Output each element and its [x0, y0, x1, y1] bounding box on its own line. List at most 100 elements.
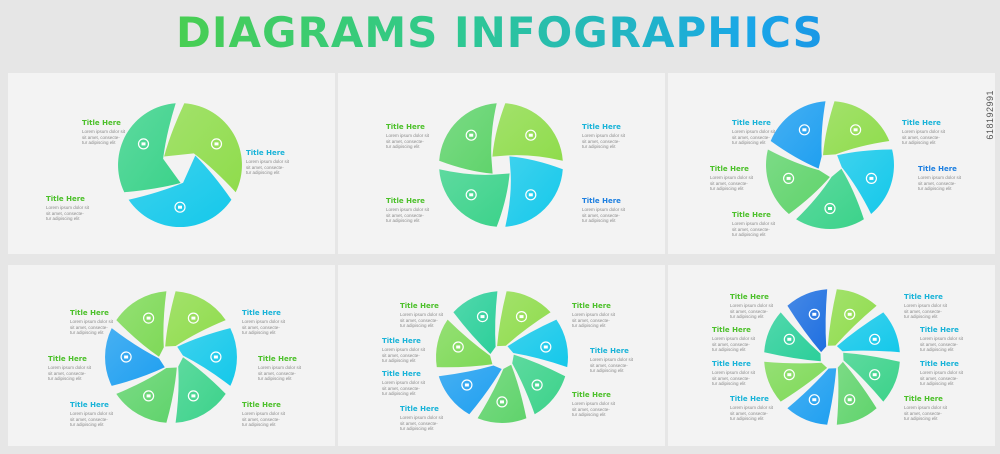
step-label-8: Title Here Lorem ipsum dolor sit sit ame…: [904, 395, 982, 422]
step-title: Title Here: [400, 405, 439, 413]
step-title: Title Here: [572, 391, 611, 399]
petal-segment-3: [118, 103, 181, 193]
step-label-top-left: Title Here Lorem ipsum dolor sit sit ame…: [386, 123, 464, 150]
briefcase-icon: [461, 379, 473, 391]
pie-chart-icon: [465, 189, 477, 201]
step-description: Lorem ipsum dolor sit sit amet, consecte…: [732, 221, 776, 237]
panel-7-steps: Title Here Lorem ipsum dolor sit sit ame…: [338, 265, 665, 446]
user-icon: [844, 308, 856, 320]
step-description: Lorem ipsum dolor sit sit amet, consecte…: [582, 133, 626, 149]
step-label-right: Title Here Lorem ipsum dolor sit sit ame…: [246, 149, 324, 176]
briefcase-icon: [865, 172, 877, 185]
globe-icon: [869, 369, 881, 381]
petal-segment-3: [843, 352, 900, 402]
step-title: Title Here: [70, 401, 109, 409]
step-label-2: Title Here Lorem ipsum dolor sit sit ame…: [48, 355, 126, 382]
step-title: Title Here: [582, 197, 621, 205]
step-label-6: Title Here Lorem ipsum dolor sit sit ame…: [590, 347, 668, 374]
petal-segment-4: [766, 149, 830, 214]
flower-diagram: [766, 101, 894, 230]
pie-chart-icon: [210, 351, 222, 363]
step-label-bottom-left: Title Here Lorem ipsum dolor sit sit ame…: [386, 197, 464, 224]
chart-bar-icon: [187, 312, 199, 324]
petal-segment-4: [116, 367, 177, 423]
step-title: Title Here: [904, 395, 943, 403]
step-title: Title Here: [242, 309, 281, 317]
step-description: Lorem ipsum dolor sit sit amet, consecte…: [70, 411, 114, 427]
gear-icon: [515, 310, 528, 323]
step-title: Title Here: [48, 355, 87, 363]
search-icon: [783, 369, 795, 381]
petal-segment-2: [128, 155, 232, 228]
step-title: Title Here: [918, 165, 957, 173]
petal-segment-6: [116, 291, 167, 357]
flower-diagram: [118, 103, 242, 228]
step-label-top: Title Here Lorem ipsum dolor sit sit ame…: [82, 119, 160, 146]
panel-8-steps: Title Here Lorem ipsum dolor sit sit ame…: [668, 265, 995, 446]
step-label-2: Title Here Lorem ipsum dolor sit sit ame…: [710, 165, 788, 192]
step-label-5: Title Here Lorem ipsum dolor sit sit ame…: [258, 355, 336, 382]
step-description: Lorem ipsum dolor sit sit amet, consecte…: [920, 336, 964, 352]
step-description: Lorem ipsum dolor sit sit amet, consecte…: [902, 129, 946, 145]
step-description: Lorem ipsum dolor sit sit amet, consecte…: [582, 207, 626, 223]
globe-icon: [531, 379, 543, 391]
pie-chart-icon: [808, 394, 820, 406]
step-title: Title Here: [572, 302, 611, 310]
step-label-7: Title Here Lorem ipsum dolor sit sit ame…: [920, 360, 998, 387]
step-title: Title Here: [382, 337, 421, 345]
pie-chart-icon: [540, 341, 552, 353]
step-description: Lorem ipsum dolor sit sit amet, consecte…: [572, 312, 616, 328]
step-description: Lorem ipsum dolor sit sit amet, consecte…: [572, 401, 616, 417]
flower-diagram: [439, 103, 563, 227]
step-description: Lorem ipsum dolor sit sit amet, consecte…: [70, 319, 114, 335]
step-title: Title Here: [400, 302, 439, 310]
chart-bar-icon: [844, 394, 856, 406]
petal-segment-1: [823, 101, 890, 156]
step-description: Lorem ipsum dolor sit sit amet, consecte…: [382, 380, 426, 396]
petal-segment-2: [507, 319, 568, 368]
step-label-4: Title Here Lorem ipsum dolor sit sit ame…: [400, 405, 478, 432]
step-title: Title Here: [70, 309, 109, 317]
step-title: Title Here: [920, 360, 959, 368]
chart-bar-icon: [143, 390, 155, 402]
step-title: Title Here: [730, 293, 769, 301]
petal-segment-3: [796, 168, 864, 230]
step-title: Title Here: [382, 370, 421, 378]
petal-segment-2: [177, 328, 237, 386]
step-label-1: Title Here Lorem ipsum dolor sit sit ame…: [730, 293, 808, 320]
petal-segment-1: [827, 289, 877, 346]
petal-segment-4: [477, 364, 527, 423]
panel-4-steps: Title Here Lorem ipsum dolor sit sit ame…: [338, 73, 665, 254]
step-label-1: Title Here Lorem ipsum dolor sit sit ame…: [400, 302, 478, 329]
step-label-6: Title Here Lorem ipsum dolor sit sit ame…: [242, 401, 320, 428]
step-description: Lorem ipsum dolor sit sit amet, consecte…: [400, 415, 444, 431]
step-label-4: Title Here Lorem ipsum dolor sit sit ame…: [730, 395, 808, 422]
step-title: Title Here: [732, 119, 771, 127]
gear-icon: [143, 312, 155, 324]
step-title: Title Here: [732, 211, 771, 219]
step-title: Title Here: [242, 401, 281, 409]
step-title: Title Here: [386, 197, 425, 205]
chart-bar-icon: [782, 172, 795, 185]
step-description: Lorem ipsum dolor sit sit amet, consecte…: [258, 365, 302, 381]
step-title: Title Here: [902, 119, 941, 127]
step-description: Lorem ipsum dolor sit sit amet, consecte…: [242, 319, 286, 335]
step-description: Lorem ipsum dolor sit sit amet, consecte…: [904, 405, 948, 421]
step-label-bottom-right: Title Here Lorem ipsum dolor sit sit ame…: [582, 197, 660, 224]
pie-chart-icon: [452, 341, 464, 353]
stock-id: 618192991: [985, 90, 995, 140]
panel-6-steps: Title Here Lorem ipsum dolor sit sit ame…: [8, 265, 335, 446]
step-description: Lorem ipsum dolor sit sit amet, consecte…: [732, 129, 776, 145]
step-title: Title Here: [82, 119, 121, 127]
petal-segment-8: [787, 289, 828, 353]
gear-icon: [850, 124, 862, 136]
step-description: Lorem ipsum dolor sit sit amet, consecte…: [712, 370, 756, 386]
briefcase-icon: [783, 333, 795, 345]
petal-segment-5: [105, 328, 165, 386]
step-label-top-right: Title Here Lorem ipsum dolor sit sit ame…: [582, 123, 660, 150]
user-icon: [496, 396, 508, 408]
chart-bar-icon: [210, 138, 223, 150]
petal-segment-2: [837, 149, 894, 214]
step-label-3: Title Here Lorem ipsum dolor sit sit ame…: [732, 211, 810, 238]
step-label-left: Title Here Lorem ipsum dolor sit sit ame…: [46, 195, 124, 222]
